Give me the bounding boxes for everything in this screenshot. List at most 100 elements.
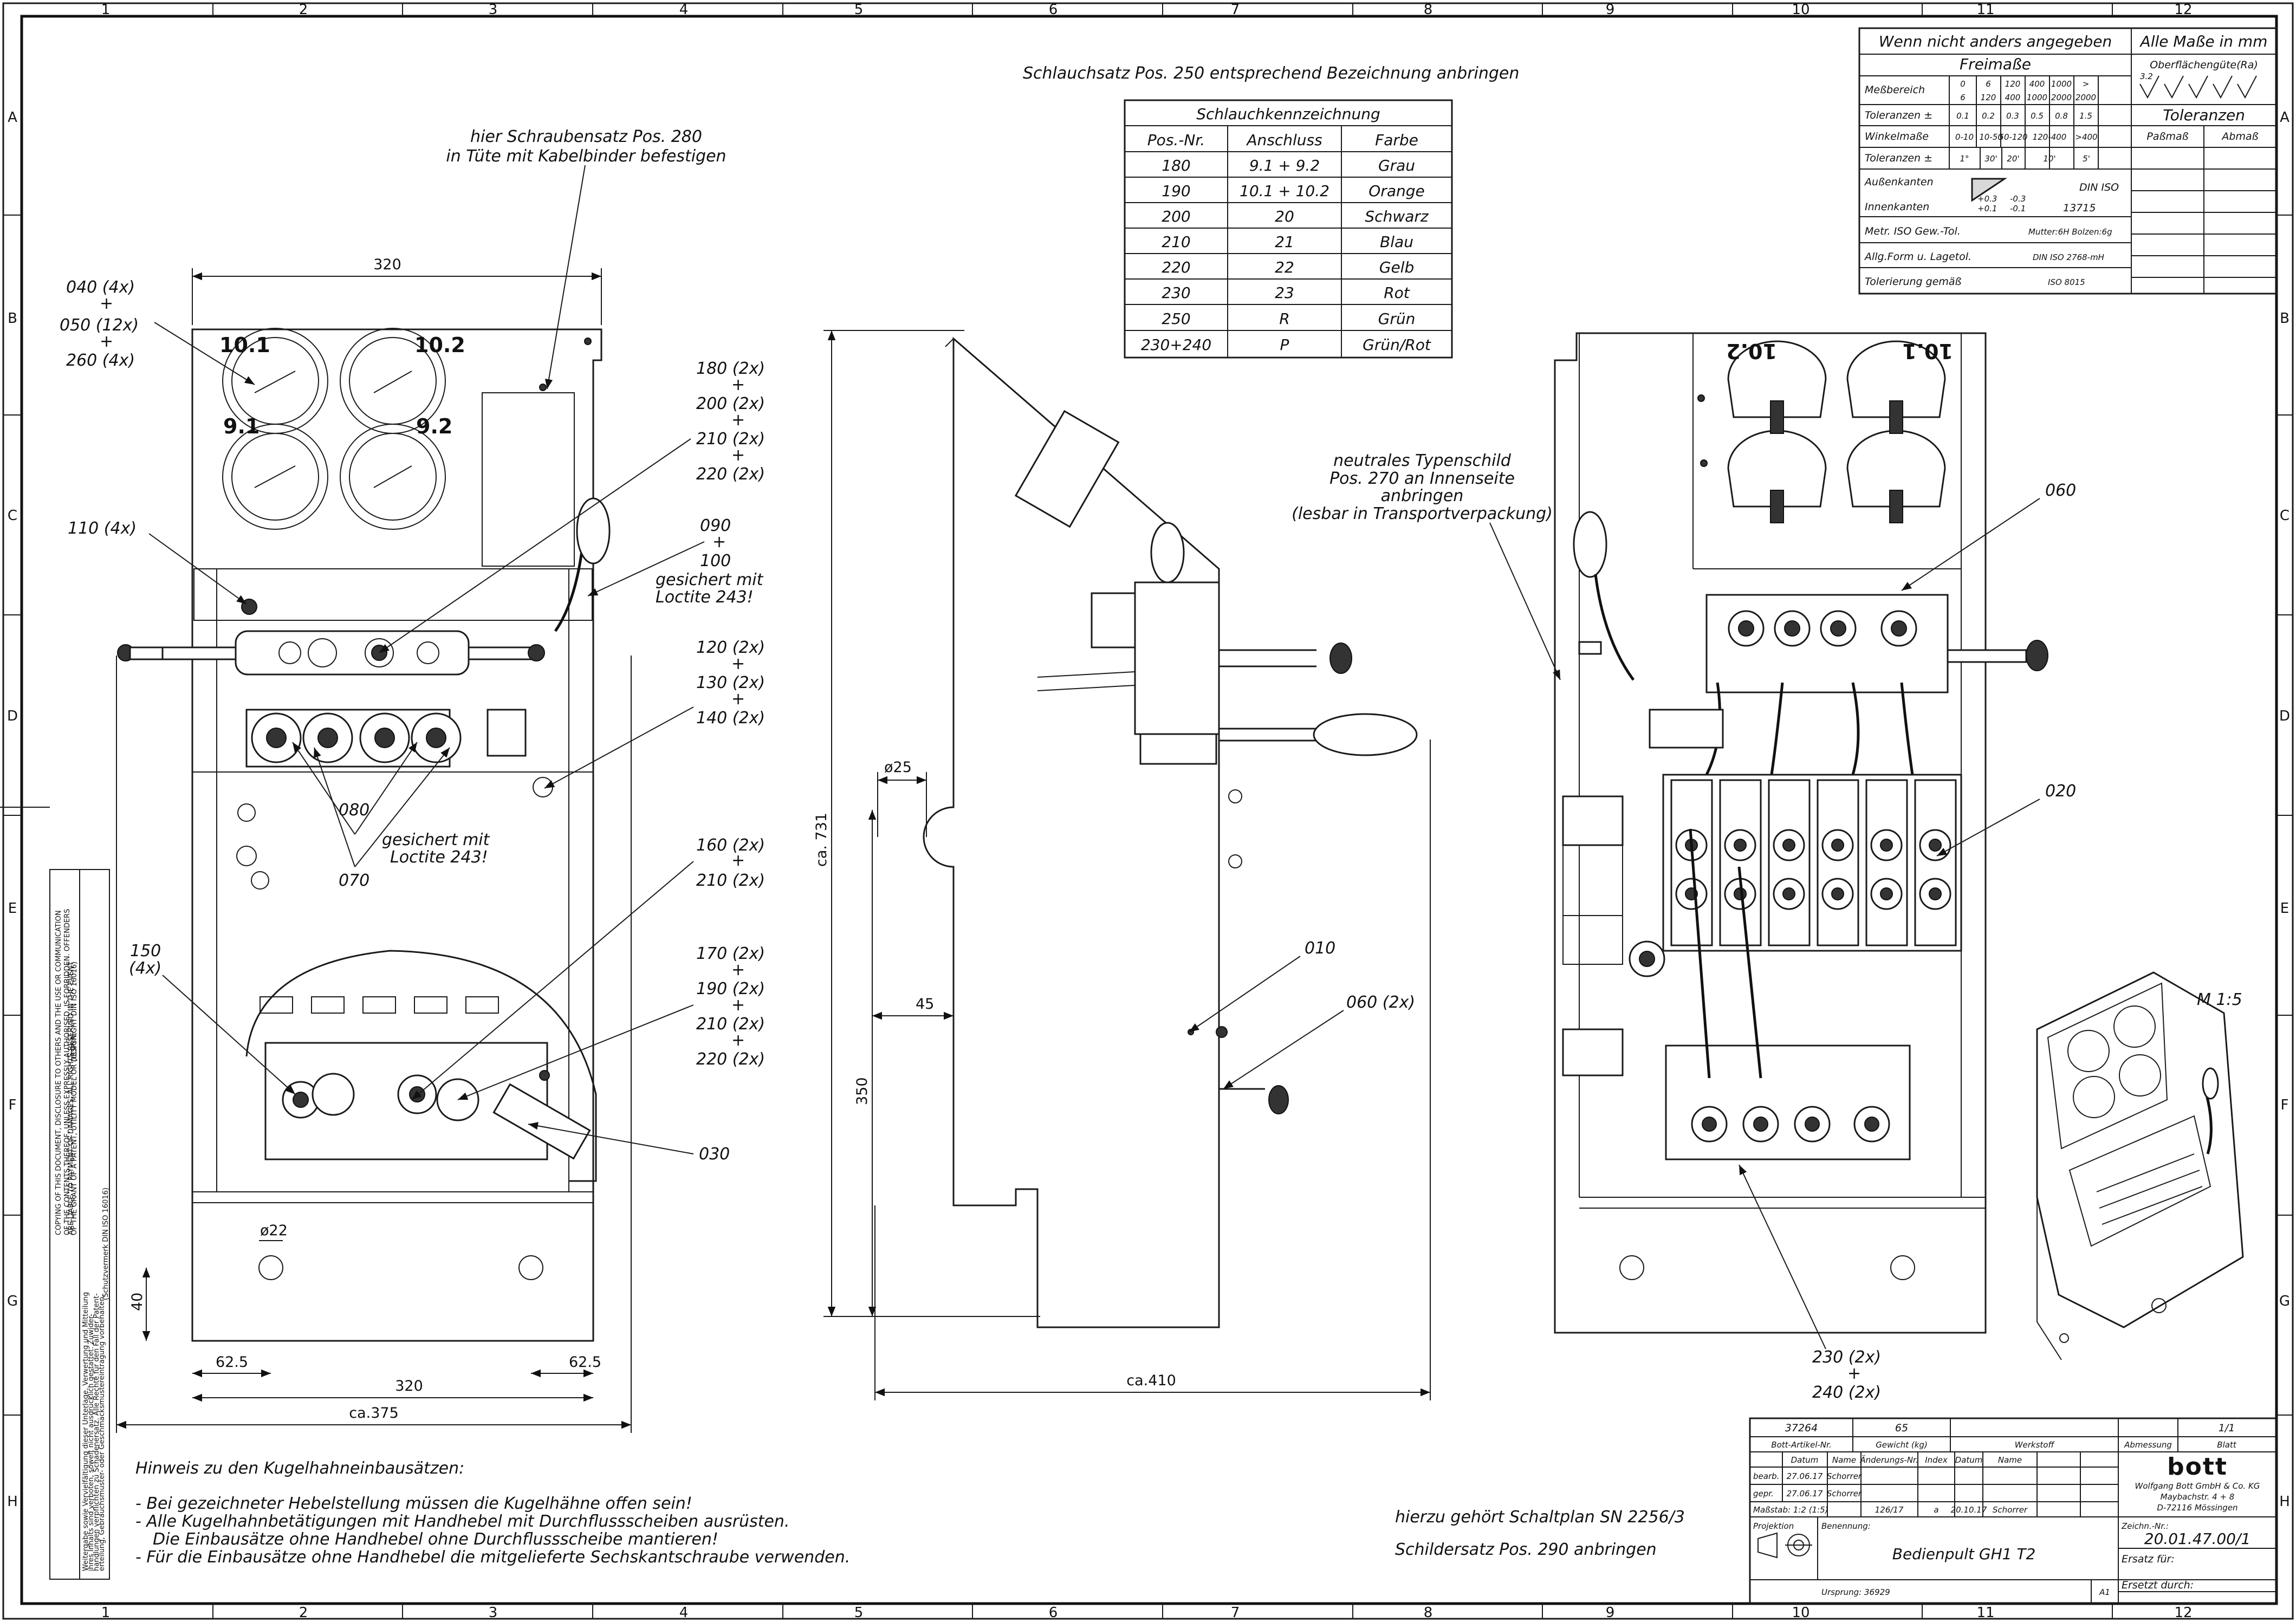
isometric-view: M 1:5	[2036, 971, 2244, 1360]
screw-set-note: in Tüte mit Kabelbinder befestigen	[446, 147, 726, 166]
row-label: H	[2279, 1494, 2290, 1510]
tb-index-lbl: Index	[1925, 1455, 1948, 1465]
tb-ursprung: Ursprung: 36929	[1821, 1587, 1890, 1597]
col-label: 8	[1424, 1605, 1433, 1621]
callout-150: 150	[130, 942, 161, 961]
gauge-label-mirror: 10.1	[1902, 339, 1953, 363]
col-label: 9	[1606, 2, 1615, 18]
callout-080: 080	[339, 801, 369, 820]
hose-table: Schlauchkennzeichnung Pos.-Nr. Anschluss…	[1124, 99, 1453, 359]
callout-090: 090	[700, 516, 731, 535]
hose-table-cell: 200	[1162, 207, 1190, 225]
callout-plus: +	[731, 996, 745, 1015]
tb-company: Wolfgang Bott GmbH & Co. KG	[2135, 1481, 2260, 1491]
protection-text: erteilung, Gebrauchsmuster- oder Geschma…	[98, 1294, 106, 1571]
tol-din: DIN ISO	[2079, 181, 2119, 193]
protection-text: Weitergabe sowie Vervielfältigung dieser…	[82, 1292, 90, 1571]
tol-wk-range: >400	[2075, 132, 2097, 142]
tol-range: 0	[1960, 79, 1966, 89]
tol-wk-range: 0-10	[1955, 132, 1974, 142]
dim-22: ø22	[260, 1222, 288, 1239]
tb-index-val: a	[1934, 1505, 1938, 1515]
copyright-text: COPYING OF THIS DOCUMENT, DISCLOSURE TO …	[55, 910, 63, 1235]
hint-line: - Alle Kugelhahnbetätigungen mit Handheb…	[135, 1512, 789, 1531]
col-label: 4	[679, 1605, 689, 1621]
tol-value: 0.5	[2031, 111, 2044, 121]
callout-140: 140 (2x)	[696, 709, 765, 728]
note-circuit: hierzu gehört Schaltplan SN 2256/3	[1395, 1508, 1685, 1527]
col-label: 8	[1424, 2, 1433, 18]
col-label: 7	[1231, 1605, 1240, 1621]
hose-table-cell: 210	[1162, 233, 1190, 251]
hose-table-cell: 220	[1162, 258, 1190, 276]
hose-table-cell: 230+240	[1141, 336, 1211, 354]
callout-070: 070	[339, 871, 369, 890]
row-label: A	[8, 109, 17, 126]
tb-aend-lbl: Änderungs-Nr.	[1859, 1455, 1918, 1465]
tol-wk-range: 10-50	[1979, 132, 2003, 142]
col-label: 5	[854, 2, 864, 18]
tol-allg-val: DIN ISO 2768-mH	[2033, 252, 2104, 262]
tb-zeichn-val: 20.01.47.00/1	[2144, 1530, 2250, 1548]
tol-edge: -0.1	[2010, 204, 2026, 213]
callout-plus: +	[1847, 1364, 1861, 1383]
tol-range: 2000	[2076, 93, 2096, 102]
note-nameplate: (lesbar in Transportverpackung)	[1292, 504, 1553, 523]
tol-range: 1000	[2027, 93, 2047, 102]
tb-artikel-lbl: Bott-Artikel-Nr.	[1771, 1440, 1831, 1450]
tol-wk-tol: 1°	[1960, 154, 1969, 164]
callout-240: 240 (2x)	[1812, 1383, 1881, 1402]
tb-aend-date: 20.10.17	[1951, 1505, 1987, 1515]
tol-din-no: 13715	[2063, 202, 2096, 214]
col-label: 12	[2174, 2, 2192, 18]
tol-wk-tol: 30'	[1984, 154, 1997, 164]
hose-table-cell: Rot	[1384, 284, 1410, 302]
hose-table-cell: 190	[1162, 182, 1190, 200]
copyright-text: ARE LIABLE TO PAYMENT OF DAMAGES. ALL RI…	[67, 962, 75, 1235]
row-label: C	[8, 508, 17, 524]
hose-table-cell: 230	[1162, 284, 1190, 302]
row-label: H	[7, 1494, 18, 1510]
callout-230: 230 (2x)	[1812, 1348, 1881, 1367]
tol-header: Alle Maße in mm	[2139, 33, 2268, 50]
tb-benennung-val: Bedienpult GH1 T2	[1892, 1545, 2036, 1563]
hose-table-cell: Orange	[1368, 182, 1424, 200]
row-label: E	[2280, 900, 2289, 917]
hose-table-cell: R	[1279, 310, 1289, 328]
dim-45: 45	[916, 996, 934, 1013]
tol-messbereich: Meßbereich	[1865, 84, 1925, 96]
col-label: 6	[1049, 2, 1058, 18]
dim-62-5-left: 62.5	[216, 1354, 248, 1371]
side-view: ca. 731 350 ø25 45 ca.410 010 060 (2x)	[813, 330, 1431, 1400]
tb-format: A1	[2099, 1587, 2110, 1597]
tol-aussen: Außenkanten	[1864, 176, 1934, 188]
note-loctite: gesichert mit	[656, 570, 764, 589]
tb-bearb-date: 27.06.17	[1787, 1471, 1823, 1481]
gauge-label: 9.2	[416, 414, 452, 438]
row-label: G	[2279, 1293, 2290, 1309]
callout-plus: +	[712, 533, 726, 552]
col-label: 2	[299, 1605, 308, 1621]
callout-190: 190 (2x)	[696, 979, 765, 998]
hose-table-header: Anschluss	[1246, 131, 1322, 149]
tol-value: 0.8	[2055, 111, 2068, 121]
callout-plus: +	[731, 654, 745, 673]
tol-allg: Allg.Form u. Lagetol.	[1864, 251, 1971, 263]
tb-name2-lbl: Name	[1998, 1455, 2022, 1465]
tol-wk-range: 120-400	[2033, 132, 2067, 142]
hose-table-cell: 10.1 + 10.2	[1240, 182, 1329, 200]
screw-set-note: hier Schraubensatz Pos. 280	[470, 127, 702, 146]
callout-plus: +	[731, 961, 745, 979]
row-label: A	[2280, 109, 2289, 126]
dim-350: 350	[854, 1077, 871, 1105]
row-label: B	[2280, 310, 2289, 327]
tb-blatt-lbl: Blatt	[2217, 1440, 2237, 1450]
hose-table-cell: 22	[1275, 258, 1294, 276]
tb-logo: bott	[2167, 1453, 2228, 1481]
tol-freimasse: Freimaße	[1960, 55, 2031, 73]
tol-innen: Innenkanten	[1865, 201, 1929, 213]
dim-375: ca.375	[349, 1405, 399, 1422]
gauge-label: 10.1	[219, 333, 270, 357]
tol-range: >	[2083, 79, 2090, 89]
